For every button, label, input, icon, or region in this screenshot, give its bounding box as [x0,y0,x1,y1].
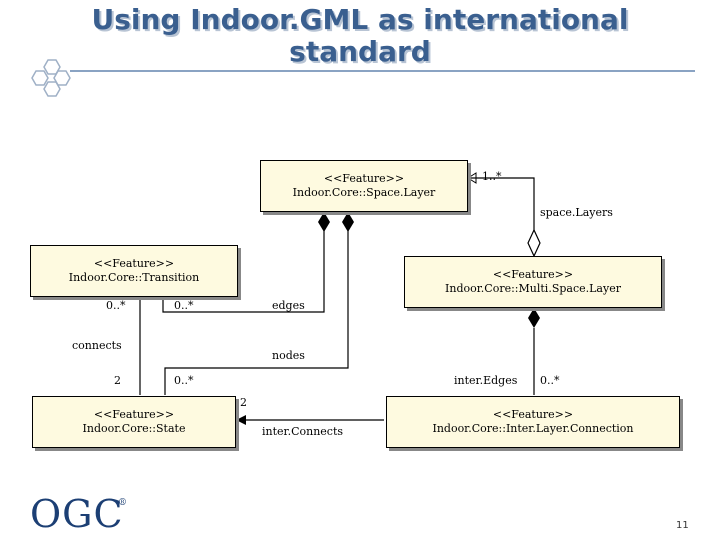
multi-space-layer-name: Indoor.Core::Multi.Space.Layer [445,282,621,295]
title-underline [70,70,695,72]
page-number: 11 [676,520,689,531]
space-layer-class-box: <<Feature>> Indoor.Core::Space.Layer [260,160,468,212]
registered-mark: ® [118,498,127,508]
inter-edges-filled-diamond [528,308,540,328]
nodes-filled-diamond [342,212,354,232]
connects-role: connects [72,339,122,352]
edges-association [162,228,325,313]
transition-right-multiplicity: 0..* [174,299,194,312]
state-name: Indoor.Core::State [82,422,186,435]
state-left-multiplicity: 2 [114,374,121,387]
ogc-logo: OGC [30,492,124,536]
multi-space-layer-class-box: <<Feature>> Indoor.Core::Multi.Space.Lay… [404,256,662,308]
edges-filled-diamond [318,212,330,232]
slide-title: Using Indoor.GML as international standa… [0,4,720,68]
inter-layer-connection-stereotype: <<Feature>> [492,408,574,421]
inter-connects-role: inter.Connects [262,425,344,438]
space-layers-open-diamond [527,228,541,258]
transition-left-multiplicity: 0..* [106,299,126,312]
space-layers-arrowhead [467,172,477,184]
space-layer-name: Indoor.Core::Space.Layer [292,186,436,199]
nodes-role: nodes [272,349,305,362]
state-right-multiplicity: 0..* [174,374,194,387]
inter-connects-arrowhead [236,415,246,425]
inter-connects-multiplicity: 2 [240,396,247,409]
space-layers-role: space.Layers [540,206,613,219]
multi-space-layer-stereotype: <<Feature>> [492,268,574,281]
title-line-1: Using Indoor.GML as international [91,3,629,36]
title-line-2: standard [289,35,431,68]
space-layer-stereotype: <<Feature>> [323,172,405,185]
hexagon-logo-icon [31,59,71,97]
nodes-association [164,228,349,395]
state-stereotype: <<Feature>> [93,408,175,421]
space-layers-multiplicity: 1..* [482,170,502,183]
inter-edges-role: inter.Edges [454,374,518,387]
transition-stereotype: <<Feature>> [93,257,175,270]
transition-name: Indoor.Core::Transition [68,271,200,284]
space-layers-association [468,177,535,236]
transition-class-box: <<Feature>> Indoor.Core::Transition [30,245,238,297]
inter-layer-connection-name: Indoor.Core::Inter.Layer.Connection [432,422,634,435]
inter-layer-connection-class-box: <<Feature>> Indoor.Core::Inter.Layer.Con… [386,396,680,448]
state-class-box: <<Feature>> Indoor.Core::State [32,396,236,448]
inter-edges-multiplicity: 0..* [540,374,560,387]
edges-role: edges [272,299,305,312]
